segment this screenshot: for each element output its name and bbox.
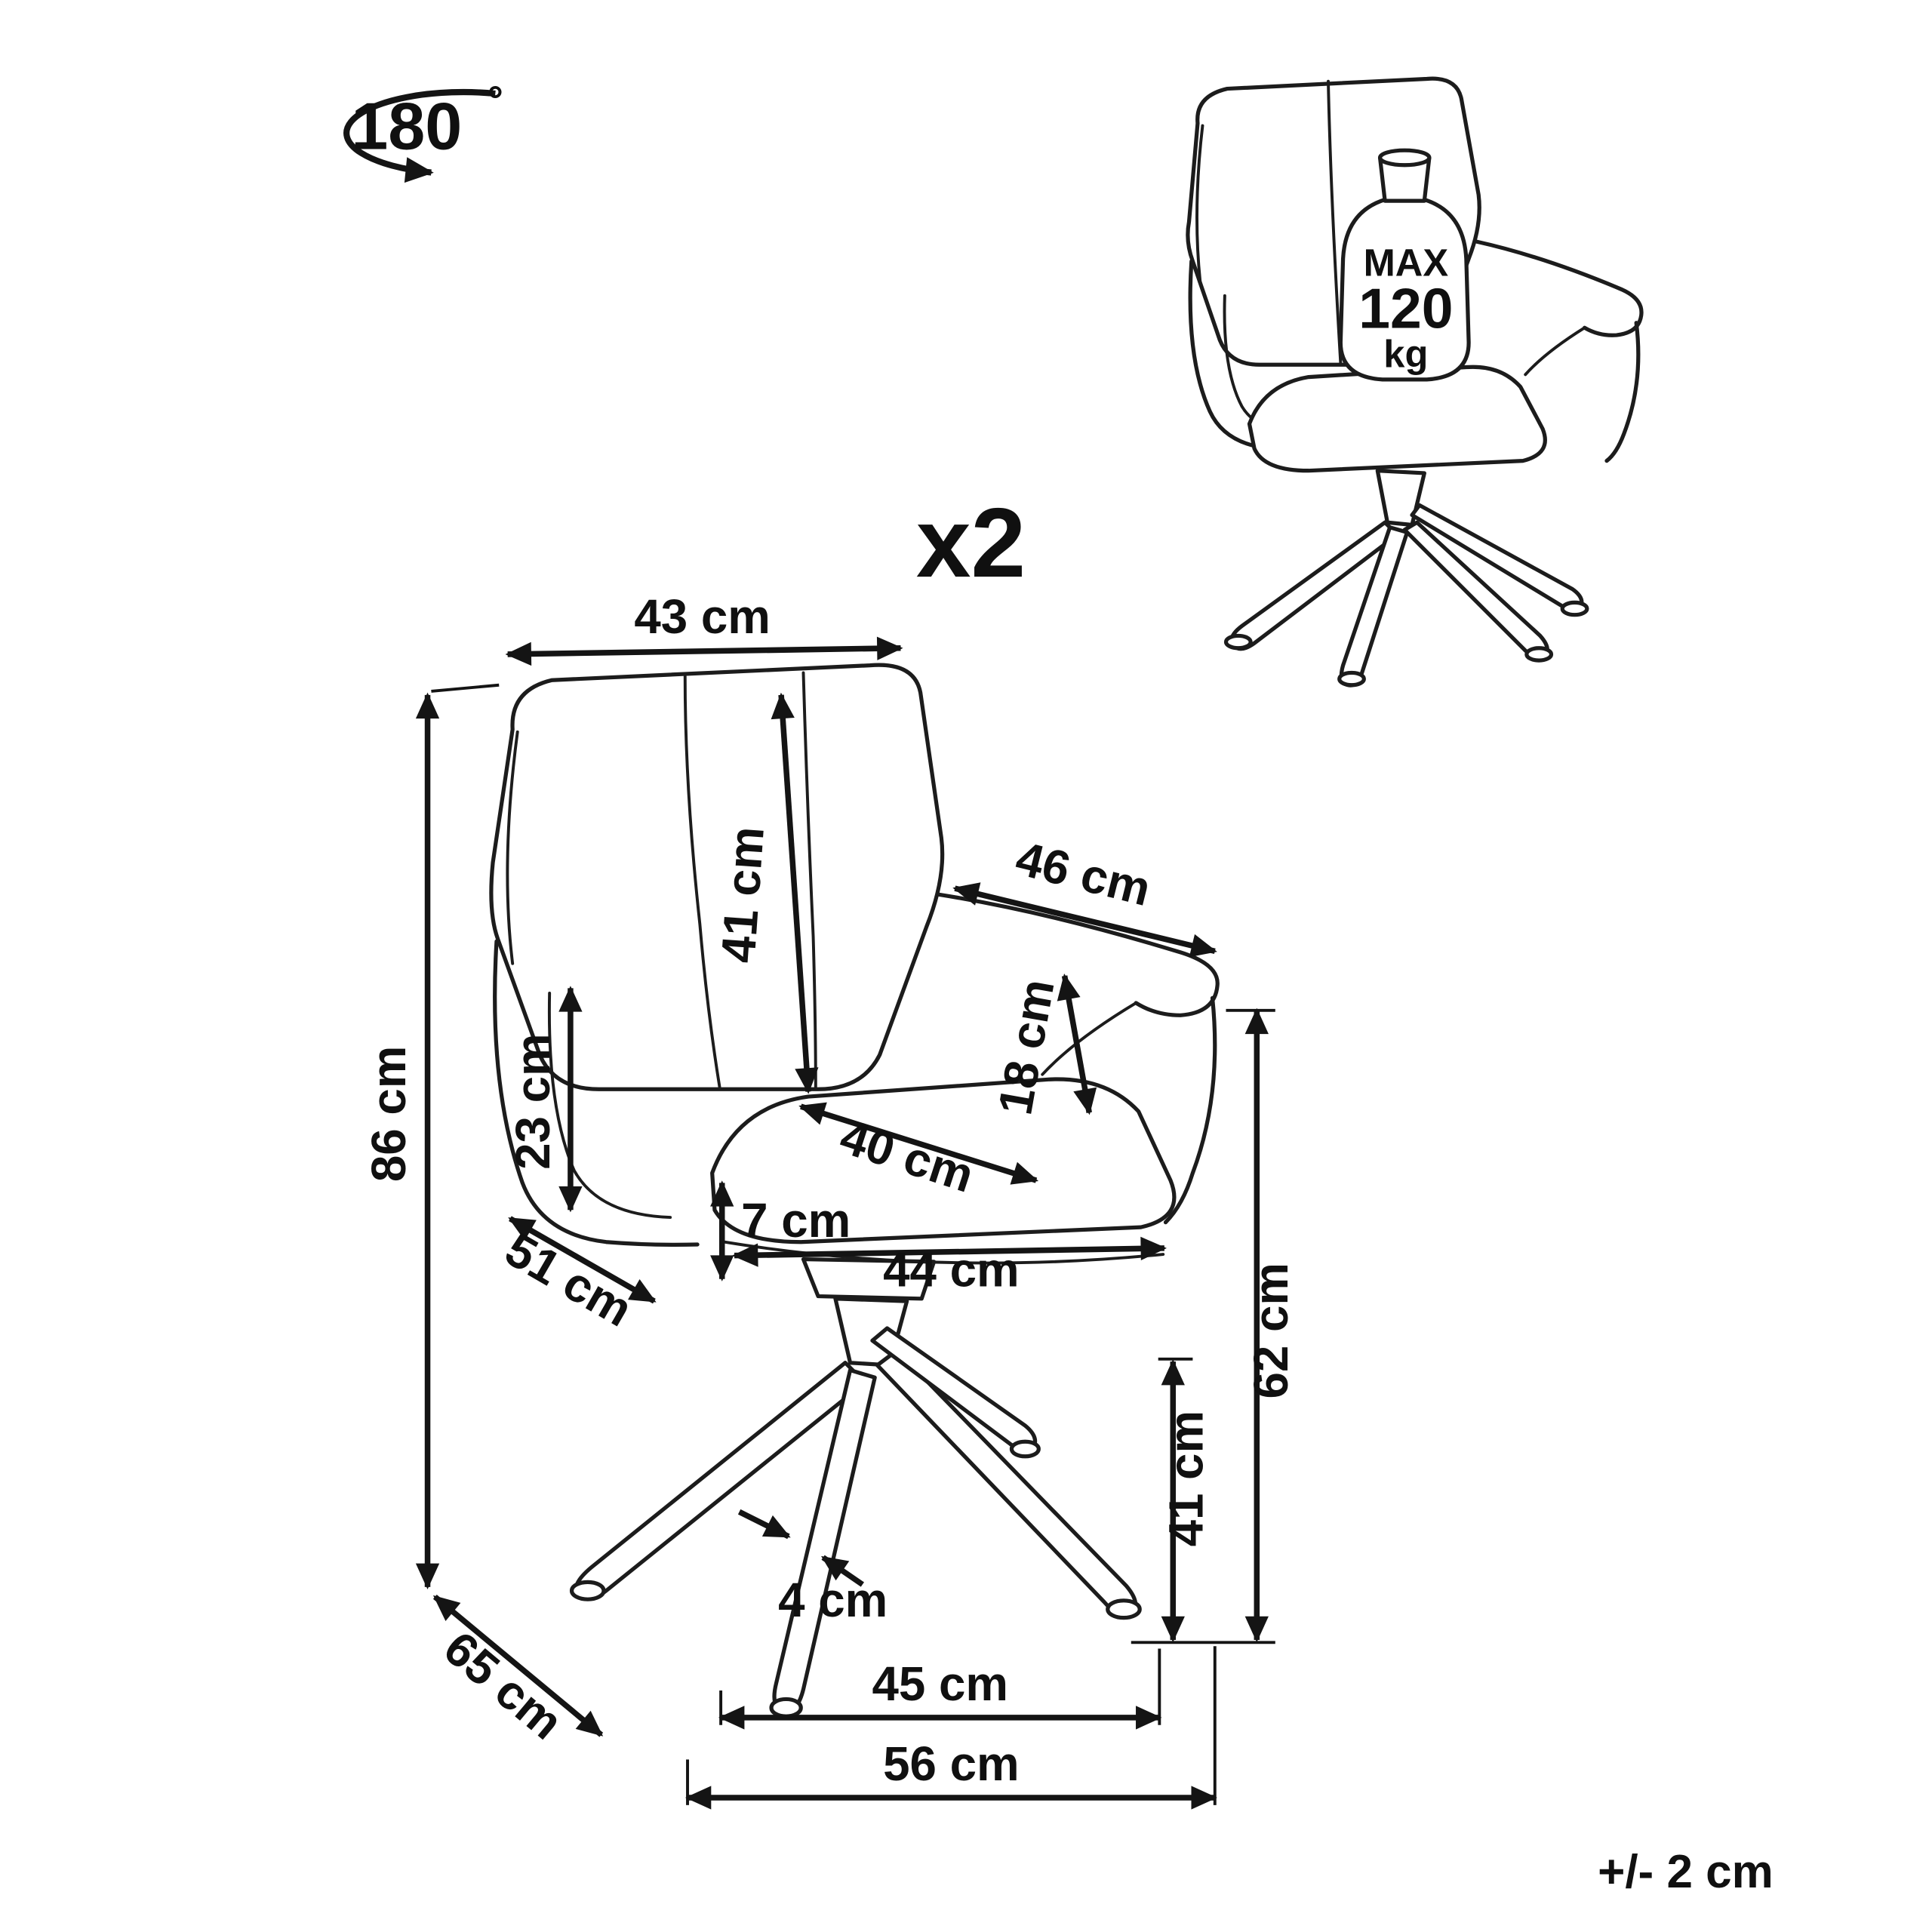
small-chair-seat: [1247, 365, 1547, 473]
dimension-backrest-width: 43 cm: [505, 590, 903, 666]
max-load-line1: MAX: [1364, 242, 1449, 285]
dimension-line: [505, 636, 903, 666]
dimension-base-span-inner: 45 cm: [718, 1657, 1162, 1730]
max-load-chair-illustration: MAX 120 kg: [1186, 76, 1644, 688]
dimension-label: 51 cm: [497, 1223, 641, 1337]
small-chair-foot: [1524, 646, 1554, 663]
dimension-label: 43 cm: [634, 590, 770, 644]
rotation-arrow-icon: [343, 88, 496, 183]
max-load-line2: 120: [1358, 276, 1453, 340]
max-weight-cap: [1377, 148, 1432, 168]
main-chair-foot: [569, 1580, 606, 1601]
max-load-line3: kg: [1383, 333, 1428, 376]
small-chair-right-arm-outer: [1604, 321, 1641, 463]
dimension-line: [798, 1102, 1039, 1185]
max-weight-icon: [1338, 197, 1471, 382]
dimension-label: 41 cm: [1159, 1411, 1213, 1546]
small-chair-right-arm-top: [1474, 239, 1644, 337]
dimension-label: 23 cm: [506, 1033, 560, 1170]
main-chair-leg-right: [875, 1348, 1138, 1618]
main-chair-foot: [769, 1697, 803, 1718]
small-chair-foot: [1223, 633, 1253, 651]
dimension-backrest-height: 41 cm: [712, 692, 819, 1094]
main-chair-foot: [1009, 1439, 1041, 1459]
dimension-label: 7 cm: [741, 1194, 851, 1247]
main-chair-backrest-edge: [506, 730, 519, 965]
dimension-arm-to-seat-height: 23 cm: [506, 986, 583, 1213]
small-chair-backrest-edge: [1195, 124, 1204, 283]
rotation-badge: 180 °: [343, 78, 503, 183]
dimension-label: 62 cm: [1244, 1263, 1298, 1398]
main-chair-foot: [1106, 1598, 1142, 1620]
small-chair-right-arm-inner: [1524, 326, 1586, 377]
dimension-line: [952, 882, 1217, 958]
dimension-line: [771, 692, 819, 1094]
dimension-arrow: [821, 1555, 864, 1587]
dimension-label: 45 cm: [872, 1657, 1008, 1711]
dimension-label: 56 cm: [883, 1737, 1019, 1791]
small-chair-backrest-seam: [1327, 79, 1343, 364]
small-chair-foot: [1337, 670, 1366, 688]
dimension-arrow: [737, 1509, 791, 1540]
dimension-total-depth: 65 cm: [432, 1595, 604, 1750]
dimension-floor-to-seat: 41 cm: [1159, 1358, 1213, 1643]
dimension-label: 46 cm: [1011, 832, 1155, 917]
dimension-label: 86 cm: [362, 1046, 416, 1182]
dimension-leg-width: 4 cm: [737, 1509, 888, 1627]
main-chair-right-arm-outer: [1163, 995, 1217, 1225]
dimension-label: 4 cm: [778, 1574, 888, 1627]
dimension-seat-width: 44 cm: [731, 1236, 1167, 1297]
dimension-floor-to-armrest: 62 cm: [1244, 1008, 1298, 1643]
main-chair-backrest-seam-left: [683, 675, 721, 1088]
dimension-line: [432, 1595, 604, 1737]
dimension-line: [731, 1236, 1167, 1267]
degree-symbol: °: [488, 78, 503, 122]
quantity-label: x2: [916, 488, 1026, 598]
dimension-label: 41 cm: [712, 825, 774, 964]
dimension-label: 44 cm: [883, 1243, 1019, 1297]
dimension-total-height: 86 cm: [362, 692, 440, 1589]
dimension-line: [1057, 973, 1097, 1115]
main-chair-right-arm-top: [937, 892, 1220, 1017]
tolerance-note: +/- 2 cm: [1598, 1846, 1774, 1898]
dimension-armrest-length: 46 cm: [952, 832, 1217, 958]
dimension-label: 65 cm: [434, 1621, 573, 1749]
extension-line: [431, 683, 500, 693]
main-chair-illustration: [489, 663, 1220, 1718]
dimension-line: [508, 1216, 657, 1304]
dimension-base-span-outer: 56 cm: [685, 1737, 1217, 1810]
rotation-degrees-label: 180: [351, 89, 462, 164]
small-chair-foot: [1560, 600, 1589, 617]
